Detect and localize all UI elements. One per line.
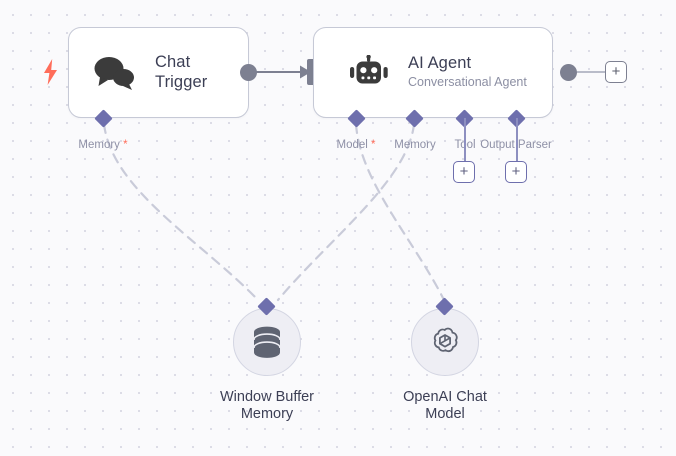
add-node-after-agent-button[interactable]: + [605,61,627,83]
chat-trigger-output-port[interactable] [240,64,257,81]
ai-agent-model-port-label: Model * [312,139,400,151]
output-parser-port-stub [515,118,518,162]
robot-icon [348,54,390,91]
label-line1: Window Buffer [219,389,315,405]
node-openai-chat-model-label: OpenAI Chat Model [365,389,525,423]
database-icon [253,326,281,358]
node-chat-trigger-text: Chat Trigger [155,53,207,91]
node-ai-agent[interactable]: AI Agent Conversational Agent [313,27,553,118]
label-line2: Model [425,406,465,423]
add-tool-button[interactable]: + [453,161,475,183]
ai-agent-input-port[interactable] [307,59,316,85]
port-label-text: Memory [78,139,120,151]
node-window-buffer-memory-label: Window Buffer Memory [187,389,347,423]
node-openai-chat-model[interactable] [411,308,479,376]
ai-agent-output-port[interactable] [560,64,577,81]
node-ai-agent-title: AI Agent [408,54,472,73]
ai-agent-memory-port-label: Memory [394,139,436,151]
node-chat-trigger-title-line2: Trigger [155,72,208,91]
connection-chat-trigger-to-ai-agent [249,65,311,79]
node-ai-agent-subtitle: Conversational Agent [408,75,527,90]
port-label-text: Model [336,139,368,151]
required-marker: * [367,139,376,151]
chat-bubbles-icon [89,55,139,91]
required-marker: * [119,139,128,151]
tool-port-stub [463,118,466,162]
lightning-bolt-icon [42,59,59,85]
label-line1: OpenAI Chat [403,389,487,405]
node-window-buffer-memory[interactable] [233,308,301,376]
node-chat-trigger[interactable]: Chat Trigger [68,27,249,118]
add-output-parser-button[interactable]: + [505,161,527,183]
chat-trigger-memory-port-label: Memory * [44,139,162,151]
openai-logo-icon [433,327,458,353]
label-line2: Memory [240,406,294,423]
node-ai-agent-text: AI Agent Conversational Agent [408,54,527,90]
node-chat-trigger-title-line1: Chat [155,53,191,72]
